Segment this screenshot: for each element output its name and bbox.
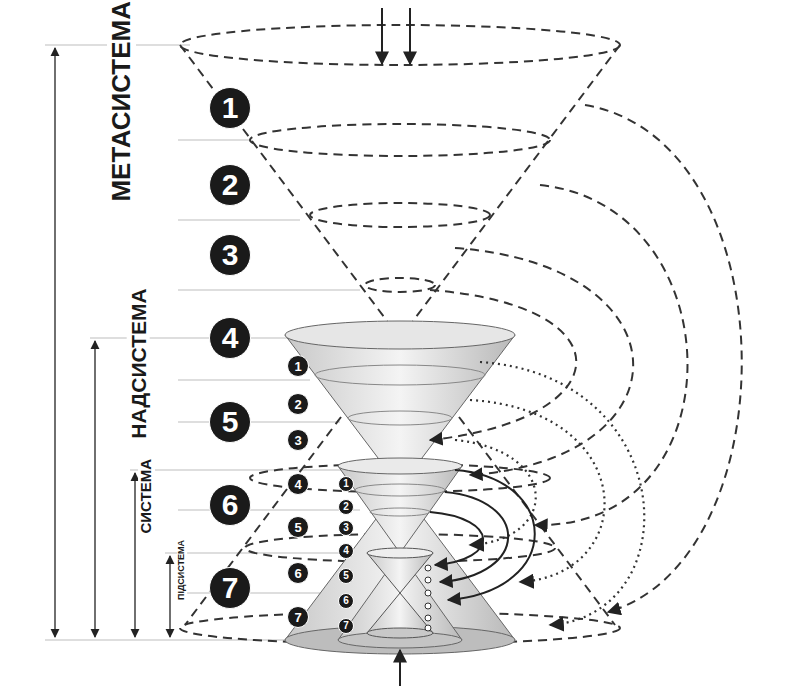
step-circle: 7 bbox=[287, 606, 309, 628]
feedback-arcs bbox=[430, 105, 742, 612]
step-circle: 4 bbox=[209, 317, 251, 359]
step-circle: 7 bbox=[209, 567, 251, 609]
subsystem-hourglass bbox=[367, 548, 433, 638]
step-number: 1 bbox=[222, 93, 239, 123]
system-hourglass bbox=[338, 458, 462, 648]
range-label: СИСТЕМА bbox=[138, 456, 155, 537]
step-number: 5 bbox=[222, 407, 239, 437]
step-circle: 7 bbox=[338, 618, 354, 634]
step-circle: 6 bbox=[338, 593, 354, 609]
step-number: 3 bbox=[343, 523, 349, 533]
input-arrows bbox=[382, 8, 410, 686]
range-label: НАДСИСТЕМА bbox=[127, 285, 150, 441]
step-number: 1 bbox=[294, 360, 301, 373]
step-number: 2 bbox=[343, 502, 349, 512]
step-circle: 5 bbox=[209, 401, 251, 443]
feedback-arcs bbox=[430, 470, 535, 600]
step-circle: 5 bbox=[287, 516, 309, 538]
step-number: 2 bbox=[294, 398, 301, 411]
step-number: 7 bbox=[343, 621, 349, 631]
step-number: 4 bbox=[343, 546, 349, 556]
feedback-arcs bbox=[455, 362, 644, 625]
step-number: 4 bbox=[222, 323, 239, 353]
step-circle: 2 bbox=[338, 499, 354, 515]
step-circle: 3 bbox=[287, 429, 309, 451]
step-circle: 3 bbox=[338, 520, 354, 536]
step-circle: 3 bbox=[209, 234, 251, 276]
step-number: 6 bbox=[294, 567, 301, 580]
supersystem-hourglass bbox=[285, 321, 515, 654]
step-number: 6 bbox=[222, 490, 239, 520]
step-number: 7 bbox=[222, 573, 239, 603]
step-number: 1 bbox=[343, 479, 349, 489]
step-circle: 6 bbox=[209, 484, 251, 526]
step-number: 3 bbox=[294, 434, 301, 447]
step-circle: 4 bbox=[287, 473, 309, 495]
step-circle: 5 bbox=[338, 568, 354, 584]
step-circle: 4 bbox=[338, 543, 354, 559]
step-number: 2 bbox=[222, 170, 239, 200]
step-number: 5 bbox=[294, 521, 301, 534]
metasystem-cone bbox=[180, 25, 620, 644]
range-label: ПІДСИСТЕМА bbox=[177, 537, 187, 603]
step-number: 3 bbox=[222, 240, 239, 270]
step-circle: 1 bbox=[338, 476, 354, 492]
step-circle: 2 bbox=[287, 393, 309, 415]
step-circle: 6 bbox=[287, 562, 309, 584]
step-number: 4 bbox=[294, 478, 301, 491]
range-label: МЕТАСИСТЕМА bbox=[107, 0, 136, 204]
step-number: 5 bbox=[343, 571, 349, 581]
step-circle: 1 bbox=[287, 355, 309, 377]
step-number: 6 bbox=[343, 596, 349, 606]
step-number: 7 bbox=[294, 611, 301, 624]
step-circle: 1 bbox=[209, 87, 251, 129]
step-circle: 2 bbox=[209, 164, 251, 206]
